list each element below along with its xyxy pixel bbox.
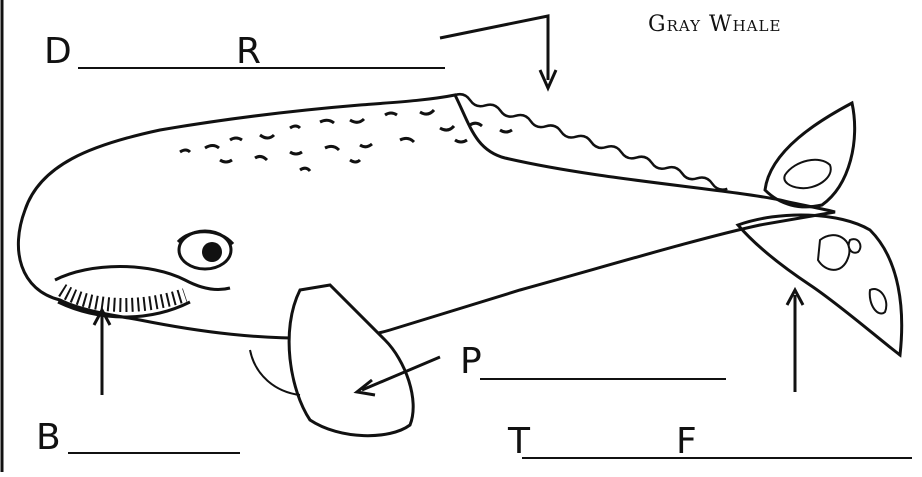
arrow-baleen [94, 310, 110, 395]
baleen-plates [62, 290, 185, 305]
dorsal-ridge [454, 92, 728, 191]
lower-fluke-pattern [818, 235, 886, 313]
diagram-title: Gray Whale [648, 12, 781, 37]
arrow-ridge [440, 16, 556, 88]
lower-fluke [738, 215, 902, 355]
label-t: T [508, 424, 530, 460]
upper-fluke-pattern [784, 160, 830, 188]
label-r: R [236, 34, 261, 70]
whale-pupil [202, 242, 222, 262]
arrow-fluke [787, 290, 803, 392]
label-d: D [44, 34, 72, 70]
whale-body [18, 95, 835, 338]
label-b: B [36, 420, 61, 456]
label-f: F [676, 424, 697, 460]
pectoral-flipper [289, 285, 413, 436]
upper-fluke [765, 103, 855, 207]
label-p: P [460, 344, 482, 380]
